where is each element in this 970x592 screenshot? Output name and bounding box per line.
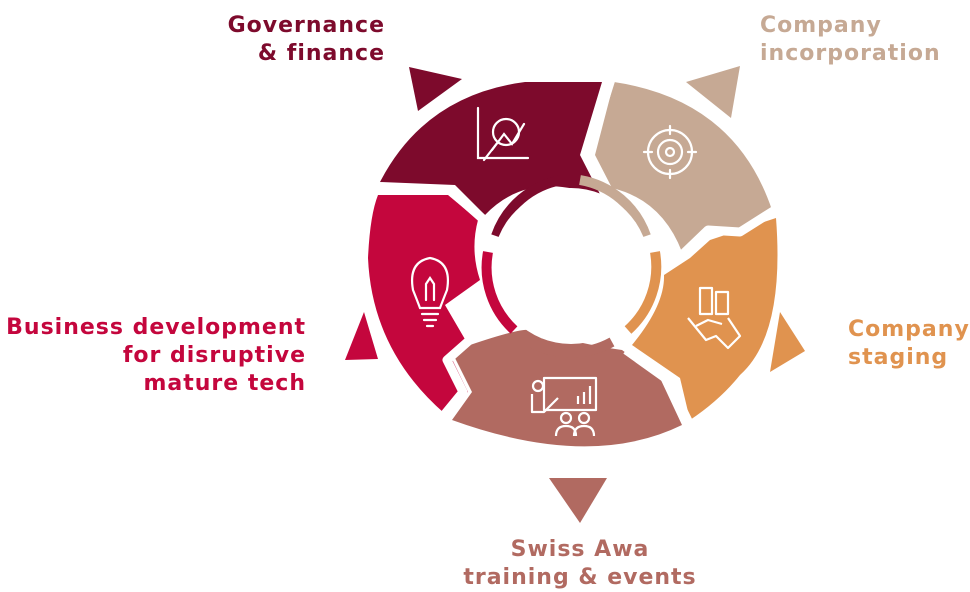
label-staging: Company staging [848, 316, 970, 372]
label-training: Swiss Awa training & events [440, 536, 720, 592]
label-governance: Governance & finance [180, 12, 385, 68]
label-business-line1: Business development [6, 315, 306, 340]
label-staging-line2: staging [848, 345, 949, 370]
arrow-business [345, 312, 378, 360]
arrow-staging [770, 312, 805, 372]
segment-staging [632, 218, 778, 420]
label-incorporation-line2: incorporation [760, 41, 941, 66]
label-governance-line2: & finance [257, 41, 385, 66]
arrow-incorporation [686, 66, 740, 118]
arrow-training [549, 478, 607, 523]
handshake-buildings-icon [687, 286, 742, 350]
center-hole [493, 188, 649, 344]
segment-separators [371, 74, 781, 427]
segment-business [368, 195, 480, 413]
target-gear-icon [642, 124, 698, 180]
label-business-line2: for disruptive [122, 343, 306, 368]
label-incorporation: Company incorporation [760, 12, 965, 68]
segment-incorporation [595, 82, 772, 252]
lightbulb-icon [411, 256, 449, 328]
label-governance-line1: Governance [227, 13, 385, 38]
label-incorporation-line1: Company [760, 13, 882, 38]
segment-training [452, 329, 682, 447]
label-training-line2: training & events [463, 565, 697, 590]
label-business-line3: mature tech [143, 371, 306, 396]
presentation-icon [530, 376, 598, 437]
label-business: Business development for disruptive matu… [0, 314, 306, 398]
label-staging-line1: Company [848, 317, 970, 342]
magnifier-chart-icon [476, 106, 530, 162]
arrow-governance [409, 67, 462, 111]
label-training-line1: Swiss Awa [510, 537, 650, 562]
inner-ring [481, 175, 662, 358]
